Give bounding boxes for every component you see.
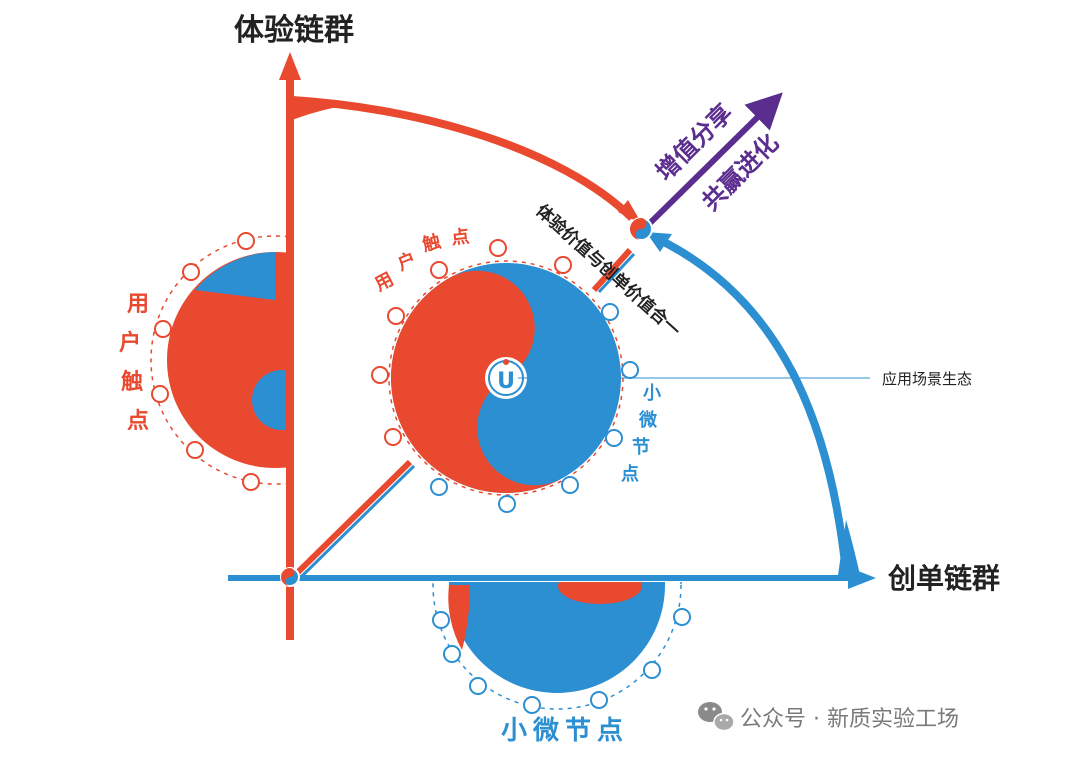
left-half-diagram <box>150 235 286 485</box>
convergence-red-half <box>630 218 647 240</box>
micro-node <box>605 429 623 447</box>
touchpoint-label-char: 触 <box>420 230 443 256</box>
touchpoint-label-char: 户 <box>394 248 419 275</box>
micro-node <box>523 696 541 714</box>
touchpoint-node <box>371 366 389 384</box>
micro-node <box>561 476 579 494</box>
touchpoint-node <box>237 232 255 250</box>
left-half-label: 用 户 触 点 <box>119 292 149 434</box>
blue-arc-arrowhead <box>646 232 672 252</box>
central-red-half <box>391 270 564 493</box>
micro-node <box>498 495 516 513</box>
central-logo-letter: U <box>497 369 515 394</box>
touchpoint-node <box>186 441 204 459</box>
origin-node <box>280 567 300 587</box>
micro-label-char: 点 <box>621 463 639 485</box>
bottom-half-diagram <box>432 582 682 710</box>
watermark: 公众号 · 新质实验工场 <box>698 702 959 732</box>
touchpoint-node <box>387 307 405 325</box>
touchpoint-node <box>430 261 448 279</box>
touchpoint-label-char: 点 <box>450 225 470 249</box>
red-experience-arc <box>291 96 635 221</box>
left-label-char: 户 <box>119 330 141 356</box>
diagonal-red-upper <box>591 247 633 293</box>
central-yin-yang: U <box>388 260 624 496</box>
diagonal-blue-upper <box>597 252 636 294</box>
touchpoint-node <box>242 473 260 491</box>
micro-node <box>430 478 448 496</box>
vertical-axis-title: 体验链群 <box>234 13 354 48</box>
touchpoint-node <box>151 385 169 403</box>
left-half-blue-eye <box>252 370 286 430</box>
left-label-char: 用 <box>127 292 149 317</box>
left-label-char: 点 <box>127 408 149 434</box>
central-logo-dot <box>503 359 509 365</box>
left-label-char: 触 <box>121 369 143 395</box>
bottom-half-dashed-ring <box>432 582 682 710</box>
red-arc-root <box>292 96 360 120</box>
left-half-dashed-ring <box>150 235 286 485</box>
micro-node <box>601 303 619 321</box>
bottom-half-red-eye <box>558 582 642 604</box>
touchpoint-node <box>554 256 572 274</box>
growth-arrow <box>645 92 783 228</box>
bottom-half-blue-disc <box>449 582 665 693</box>
micro-label-char: 小 <box>643 383 661 404</box>
micro-node <box>621 361 639 379</box>
central-touchpoint-nodes <box>371 239 572 446</box>
origin-red-half <box>281 568 295 586</box>
touchpoint-node <box>182 263 200 281</box>
convergence-node <box>629 217 653 241</box>
blue-arc-root <box>838 520 860 575</box>
watermark-text: 公众号 · 新质实验工场 <box>740 707 959 732</box>
touchpoint-node <box>489 239 507 257</box>
micro-node <box>443 645 461 663</box>
left-half-blue-wedge <box>195 252 275 300</box>
micro-label-char: 微 <box>638 409 657 431</box>
bottom-half-red-wedge <box>448 585 470 650</box>
micro-node <box>469 677 487 695</box>
horizontal-axis-arrowhead <box>848 567 876 589</box>
left-half-nodes <box>151 232 260 491</box>
micro-node <box>432 611 450 629</box>
micro-label-char: 节 <box>632 437 650 458</box>
wechat-icon <box>698 702 735 732</box>
touchpoint-node <box>154 320 172 338</box>
blue-creation-arc <box>658 236 850 573</box>
bottom-half-label: 小微节点 <box>501 715 629 746</box>
horizontal-axis-title: 创单链群 <box>887 562 1000 595</box>
diagonal-red-lower <box>289 459 413 581</box>
micro-node <box>643 661 661 679</box>
central-micro-nodes <box>430 303 639 513</box>
callout-label: 应用场景生态 <box>882 370 972 388</box>
diagonal-blue-lower <box>296 464 416 582</box>
vertical-axis-arrowhead <box>279 52 301 80</box>
bottom-half-nodes <box>432 608 691 714</box>
central-micro-label: 小 微 节 点 <box>621 383 661 485</box>
touchpoint-node <box>384 428 402 446</box>
micro-node <box>673 608 691 626</box>
red-arc-arrowhead <box>618 200 642 224</box>
micro-node <box>590 691 608 709</box>
touchpoint-label-char: 用 <box>372 269 398 296</box>
